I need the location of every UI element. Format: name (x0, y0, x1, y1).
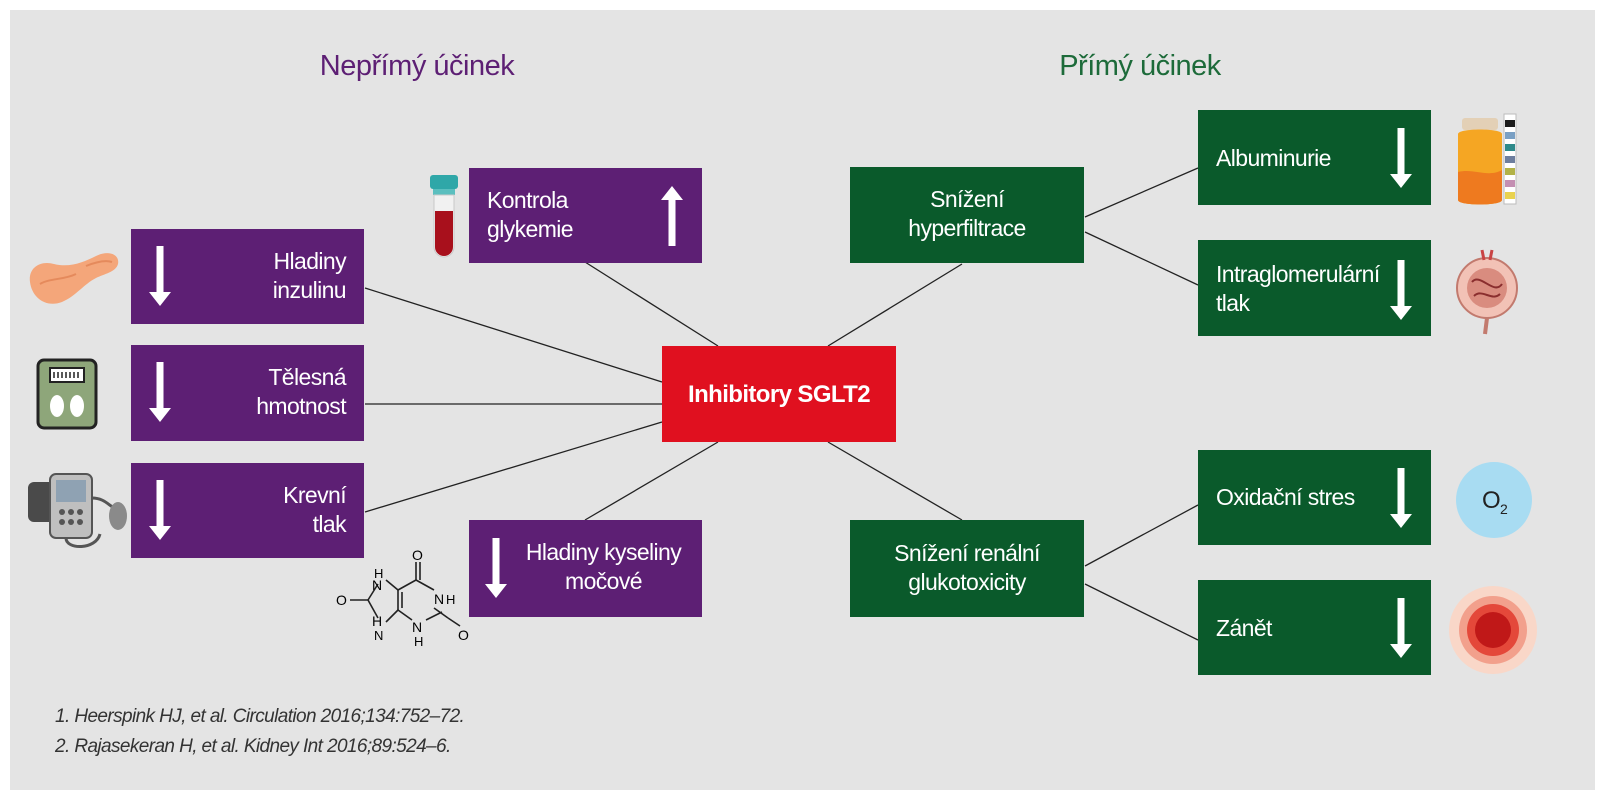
blood-tube-icon (426, 175, 462, 266)
atom-label: H (372, 613, 382, 629)
atom-label: N (372, 577, 382, 593)
label-insulin: Hladiny inzulinu (272, 248, 347, 303)
connector-albuminuria (1084, 167, 1199, 218)
scale-icon (36, 358, 98, 435)
oxygen-symbol: O (1482, 487, 1501, 514)
atom-label: O (412, 548, 423, 563)
label-blood-pressure: Krevní tlak (283, 482, 346, 537)
arrow-down-icon (149, 480, 171, 540)
heading-indirect: Nepřímý účinek (319, 50, 515, 82)
arrow-down-icon (149, 362, 171, 422)
atom-label: O (458, 627, 469, 643)
label-intraglomerular: Intraglomerulární tlak (1216, 261, 1380, 316)
box-intraglomerular: Intraglomerulární tlak (1198, 240, 1431, 336)
center-label: Inhibitory SGLT2 (688, 380, 871, 408)
oxygen-icon: O 2 (1454, 460, 1534, 545)
arrow-down-icon (1390, 598, 1412, 658)
connector-inflammation (1084, 583, 1199, 641)
connector-oxidative (1084, 504, 1199, 567)
box-weight: Tělesná hmotnost (131, 345, 364, 441)
label-glucotoxicity: Snížení renální glukotoxicity (894, 540, 1040, 595)
atom-label: H (374, 566, 383, 581)
heading-direct: Přímý účinek (1059, 50, 1221, 82)
label-uric-acid: Hladiny kyseliny močové (525, 539, 682, 594)
arrow-down-icon (1390, 128, 1412, 188)
connector-bp (364, 421, 663, 513)
box-glycemia: Kontrola glykemie (469, 168, 702, 263)
connector-glucotox (827, 441, 963, 521)
atom-label: O (336, 592, 347, 608)
blood-pressure-monitor-icon (26, 468, 128, 559)
connector-uric (584, 441, 719, 521)
arrow-down-icon (485, 538, 507, 598)
box-inflammation: Zánět (1198, 580, 1431, 675)
urine-test-icon (1454, 112, 1520, 213)
label-weight: Tělesná hmotnost (256, 364, 346, 419)
reference-2: 2. Rajasekeran H, et al. Kidney Int 2016… (55, 736, 451, 757)
connector-insulin (364, 287, 663, 383)
box-blood-pressure: Krevní tlak (131, 463, 364, 558)
box-oxidative-stress: Oxidační stres (1198, 450, 1431, 545)
connector-glycemia (584, 261, 719, 347)
arrow-down-icon (149, 246, 171, 306)
atom-label: N (434, 591, 444, 607)
label-albuminuria: Albuminurie (1216, 145, 1331, 171)
arrow-down-icon (1390, 468, 1412, 528)
inflammation-icon (1446, 584, 1540, 681)
arrow-down-icon (1390, 260, 1412, 320)
connector-hyperfiltration (827, 263, 963, 347)
label-oxidative-stress: Oxidační stres (1216, 484, 1355, 510)
atom-label: H (414, 634, 423, 649)
box-insulin: Hladiny inzulinu (131, 229, 364, 324)
label-hyperfiltration: Snížení hyperfiltrace (908, 186, 1026, 241)
atom-label: N (412, 619, 422, 635)
references: 1. Heerspink HJ, et al. Circulation 2016… (55, 702, 465, 762)
uric-acid-molecule-icon: H N O H N O N H N H O (330, 547, 470, 663)
label-inflammation: Zánět (1216, 615, 1272, 641)
atom-label: H (446, 592, 455, 607)
center-box-sglt2: Inhibitory SGLT2 (662, 346, 896, 442)
box-albuminuria: Albuminurie (1198, 110, 1431, 205)
oxygen-subscript: 2 (1500, 501, 1508, 517)
connector-intraglom (1084, 231, 1199, 286)
box-glucotoxicity: Snížení renální glukotoxicity (850, 520, 1084, 617)
atom-label: N (374, 628, 383, 643)
reference-1: 1. Heerspink HJ, et al. Circulation 2016… (55, 706, 465, 727)
pancreas-icon (26, 248, 122, 313)
glomerulus-icon (1452, 246, 1522, 341)
box-hyperfiltration: Snížení hyperfiltrace (850, 167, 1084, 263)
label-glycemia: Kontrola glykemie (487, 187, 574, 242)
arrow-up-icon (661, 186, 683, 246)
box-uric-acid: Hladiny kyseliny močové (469, 520, 702, 617)
